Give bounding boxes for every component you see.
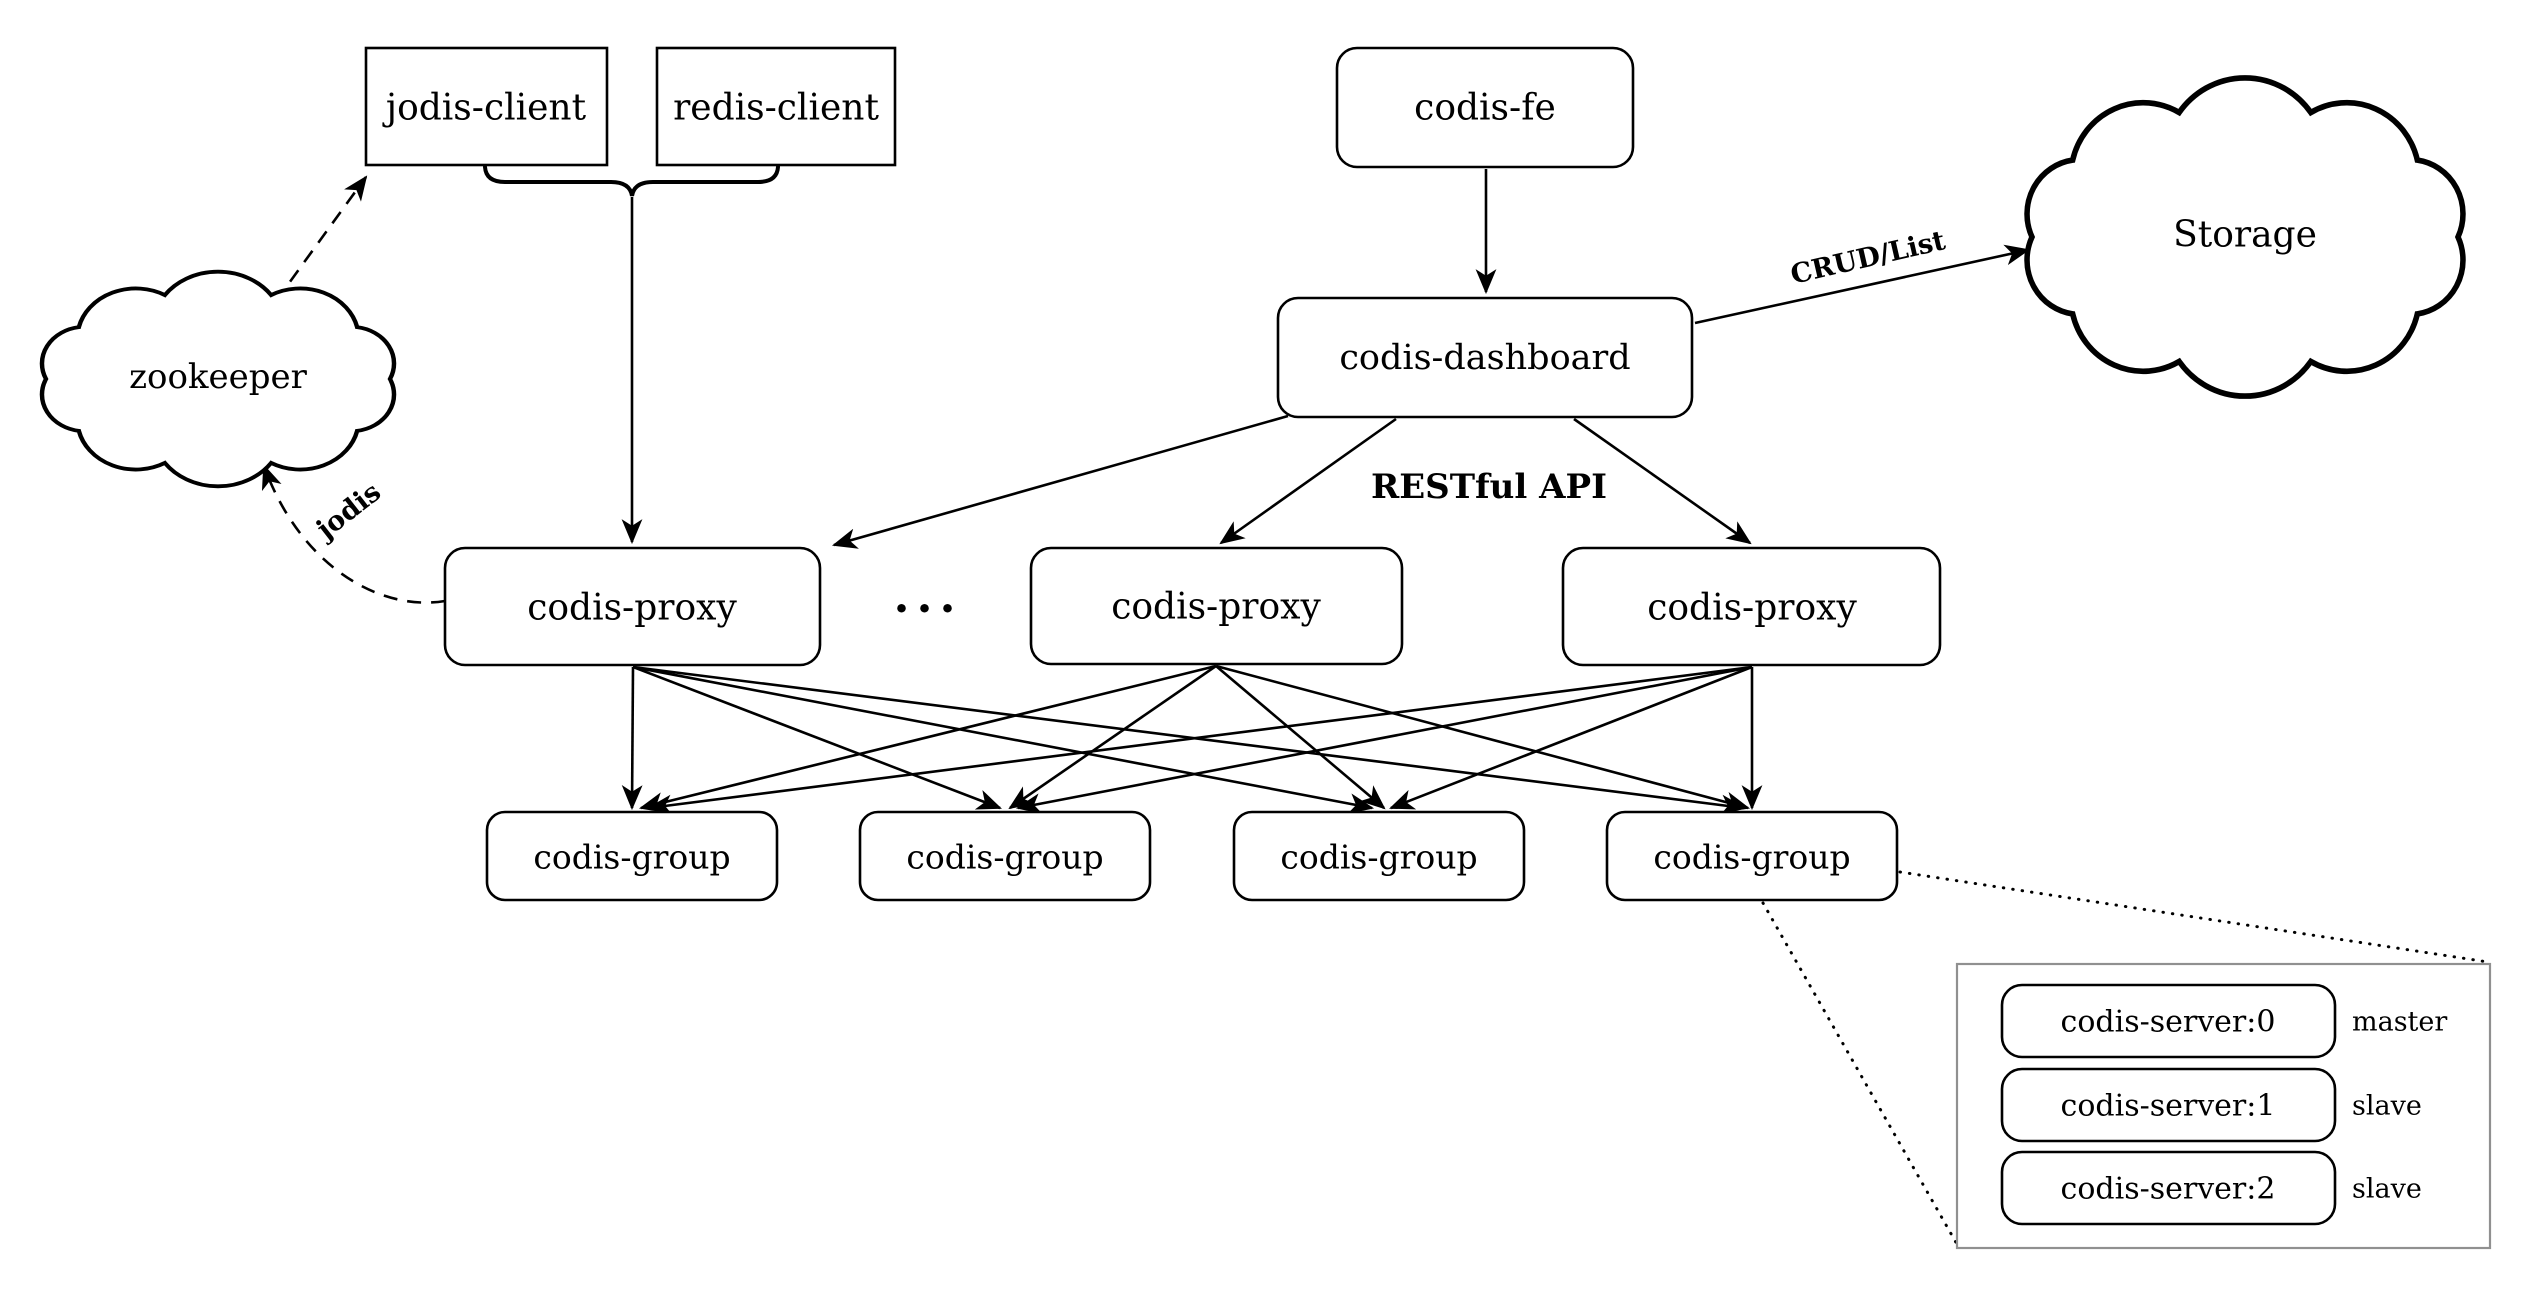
edge-proxy3-group2: [1015, 665, 1753, 814]
edge-proxy3-group3: [1389, 665, 1753, 810]
codis-group-2-box: [858, 810, 1152, 902]
codis-server-2-role: slave: [2352, 1174, 2422, 1205]
codis-server-2-box: [2000, 1150, 2337, 1226]
zookeeper-label: zookeeper: [129, 357, 308, 397]
codis-server-0-label: codis-server:0: [2061, 1005, 2276, 1040]
edge-dashboard-proxy1: [831, 414, 1289, 549]
codis-fe-box: [1335, 46, 1635, 169]
edge-proxy2-group3: [1215, 665, 1386, 810]
edge-group4-detail-bottom: [1761, 901, 1960, 1248]
codis-server-1-box: [2000, 1067, 2337, 1143]
node-codis-group-3: codis-group: [1232, 810, 1526, 902]
codis-group-3-box: [1232, 810, 1526, 902]
node-codis-group-4: codis-group: [1605, 810, 1899, 902]
codis-group-1-box: [485, 810, 779, 902]
node-codis-group-1: codis-group: [485, 810, 779, 902]
jodis-client-box: [364, 46, 609, 167]
node-codis-dashboard: codis-dashboard: [1276, 296, 1694, 419]
edges: [261, 165, 2490, 1248]
zookeeper-cloud: zookeeper: [42, 272, 394, 487]
codis-group-3-label: codis-group: [1280, 838, 1477, 877]
edge-proxy1-group2: [632, 665, 1002, 810]
node-codis-fe: codis-fe: [1335, 46, 1635, 169]
codis-server-0-role: master: [2352, 1007, 2447, 1038]
edge-proxy3-group1: [646, 665, 1753, 816]
edge-proxy1-group3: [632, 665, 1375, 814]
storage-label: Storage: [2173, 215, 2317, 256]
group-detail-panel: codis-server:0 master codis-server:1 sla…: [1955, 962, 2492, 1250]
codis-proxy-1-label: codis-proxy: [527, 588, 737, 629]
node-jodis-client: jodis-client: [364, 46, 609, 167]
redis-client-box: [655, 46, 897, 167]
codis-server-1-label: codis-server:1: [2061, 1089, 2276, 1124]
edge-proxy2-group4: [1215, 664, 1751, 813]
edge-dashboard-storage: [1694, 244, 2031, 325]
codis-fe-label: codis-fe: [1414, 88, 1556, 129]
edge-dashboard-proxy2: [1219, 417, 1397, 545]
edge-proxy1-group1: [621, 666, 643, 811]
node-codis-server-1: codis-server:1 slave: [2000, 1067, 2422, 1143]
proxy-ellipsis: ···: [893, 581, 962, 635]
edge-proxy1-group4: [632, 665, 1747, 816]
codis-server-1-role: slave: [2352, 1091, 2422, 1122]
redis-client-label: redis-client: [673, 88, 879, 129]
codis-group-4-label: codis-group: [1653, 838, 1850, 877]
codis-proxy-3-label: codis-proxy: [1647, 588, 1857, 629]
codis-proxy-1-box: [443, 546, 822, 667]
edge-dashboard-proxy3: [1573, 417, 1752, 545]
node-redis-client: redis-client: [655, 46, 897, 167]
node-codis-server-2: codis-server:2 slave: [2000, 1150, 2422, 1226]
storage-cloud: Storage: [2027, 78, 2463, 396]
codis-dashboard-box: [1276, 296, 1694, 419]
node-codis-proxy-1: codis-proxy: [443, 546, 822, 667]
jodis-client-label: jodis-client: [382, 88, 587, 129]
codis-group-1-label: codis-group: [533, 838, 730, 877]
codis-group-4-box: [1605, 810, 1899, 902]
node-codis-proxy-2: codis-proxy: [1029, 546, 1404, 666]
crud-list-edge-label: CRUD/List: [1788, 225, 1949, 291]
codis-group-2-label: codis-group: [906, 838, 1103, 877]
node-codis-group-2: codis-group: [858, 810, 1152, 902]
codis-proxy-3-box: [1561, 546, 1942, 667]
edge-proxy2-group1: [638, 664, 1217, 813]
edge-zookeeper-jodisclient: [274, 175, 368, 302]
codis-proxy-2-box: [1029, 546, 1404, 666]
codis-server-0-box: [2000, 983, 2337, 1059]
node-codis-server-0: codis-server:0 master: [2000, 983, 2447, 1059]
restful-api-edge-label: RESTful API: [1371, 467, 1607, 507]
codis-proxy-2-label: codis-proxy: [1111, 587, 1321, 628]
edge-proxy2-group2: [1008, 664, 1217, 810]
jodis-edge-label: jodis: [309, 477, 386, 547]
codis-server-2-label: codis-server:2: [2061, 1172, 2276, 1207]
edge-group4-detail-top: [1898, 870, 2490, 964]
node-codis-proxy-3: codis-proxy: [1561, 546, 1942, 667]
clients-brace: [483, 165, 780, 197]
edge-proxy1-zookeeper: [261, 464, 446, 604]
codis-dashboard-label: codis-dashboard: [1339, 338, 1630, 378]
